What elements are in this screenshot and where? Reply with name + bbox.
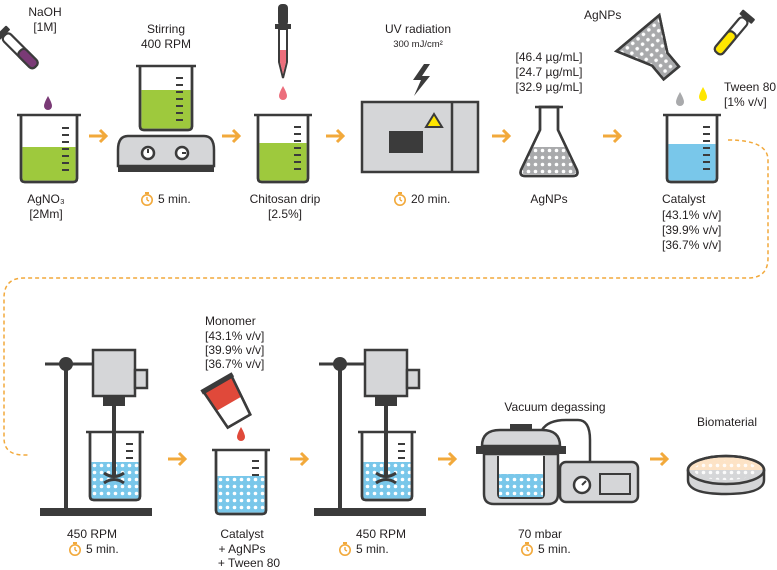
vacuum-pressure: 70 mbar: [517, 527, 563, 541]
stopwatch-icon: [339, 542, 351, 556]
stirrer2-rpm: 450 RPM: [355, 527, 407, 541]
stirrer2-time: 5 min.: [338, 542, 389, 556]
uv-dose: 300 mJ/cm²: [393, 39, 443, 50]
agnps-input-label: AgNPs: [584, 8, 622, 22]
stopwatch-icon: [521, 542, 533, 556]
stopwatch-icon: [69, 542, 81, 556]
beaker-6: [663, 113, 721, 184]
agnps-conc-1: [46.4 µg/mL]: [515, 50, 583, 64]
agnps-funnel-icon: [614, 12, 681, 82]
flow-arrow-5: [603, 128, 623, 144]
uv-chamber: [360, 100, 480, 174]
agno3-label: AgNO₃: [27, 192, 65, 206]
overhead-stirrer-2: [314, 348, 426, 516]
magnetic-stirrer: [116, 64, 216, 172]
uv-label: UV radiation: [384, 22, 452, 36]
beaker-8: [212, 448, 270, 516]
tween-concentration: [1% v/v]: [724, 95, 767, 109]
stopwatch-icon: [394, 192, 406, 206]
overhead-stirrer-1: [40, 348, 152, 516]
flow-arrow-4: [492, 128, 512, 144]
agnps-conc-3: [32.9 µg/mL]: [515, 80, 583, 94]
vacuum-time-value: 5 min.: [538, 542, 571, 556]
flow-arrow-1: [89, 128, 109, 144]
yellow-drop-icon: [699, 87, 707, 101]
flow-arrow-8: [438, 451, 458, 467]
agno3-concentration: [2Mm]: [29, 207, 63, 221]
flow-arrow-3: [326, 128, 346, 144]
monomer-conc-1: [43.1% v/v]: [205, 329, 265, 343]
stopwatch-icon: [141, 192, 153, 206]
purple-drop-icon: [44, 96, 52, 110]
monomer-conc-2: [39.9% v/v]: [205, 343, 265, 357]
erlenmeyer-flask: [519, 105, 579, 178]
mixture-line-3: + Tween 80: [217, 556, 281, 570]
catalyst-conc-1: [43.1% v/v]: [662, 208, 722, 222]
uv-time-value: 20 min.: [411, 192, 451, 206]
stirring-time: 5 min.: [140, 192, 191, 206]
tween-tube-icon: [713, 9, 755, 56]
mixture-line-2: + AgNPs: [218, 542, 266, 556]
stirring-rpm: 400 RPM: [140, 37, 192, 51]
row-connector-dashed: [3, 139, 769, 456]
flow-arrow-2: [222, 128, 242, 144]
agnps-conc-2: [24.7 µg/mL]: [515, 65, 583, 79]
vacuum-label: Vacuum degassing: [504, 400, 606, 414]
tween-label: Tween 80: [724, 80, 777, 94]
vacuum-time: 5 min.: [520, 542, 571, 556]
pink-drop-icon: [279, 86, 287, 100]
stirrer2-time-value: 5 min.: [356, 542, 389, 556]
naoh-label: NaOH: [28, 5, 62, 19]
dropper-icon: [275, 4, 291, 79]
stirrer1-time-value: 5 min.: [86, 542, 119, 556]
stirring-time-value: 5 min.: [158, 192, 191, 206]
chitosan-label: Chitosan drip: [249, 192, 321, 206]
catalyst-label: Catalyst: [662, 192, 706, 206]
flow-arrow-6: [168, 451, 188, 467]
grey-drop-icon: [676, 92, 684, 106]
flow-arrow-7: [290, 451, 310, 467]
beaker-1: [17, 113, 81, 184]
monomer-cup-icon: [200, 372, 252, 430]
naoh-tube-icon: [0, 25, 39, 70]
catalyst-conc-2: [39.9% v/v]: [662, 223, 722, 237]
mixture-line-1: Catalyst: [220, 527, 264, 541]
stirring-label: Stirring: [146, 22, 186, 36]
red-drop-icon: [237, 427, 245, 441]
flow-arrow-9: [650, 451, 670, 467]
uv-time: 20 min.: [393, 192, 450, 206]
lightning-icon: [413, 64, 430, 96]
monomer-label: Monomer: [205, 314, 256, 328]
vacuum-degassing-apparatus: [476, 418, 640, 506]
biomaterial-label: Biomaterial: [696, 415, 758, 429]
agnps-product-label: AgNPs: [530, 192, 568, 206]
beaker-3: [254, 113, 312, 184]
monomer-conc-3: [36.7% v/v]: [205, 357, 265, 371]
petri-dish-icon: [686, 454, 766, 496]
naoh-concentration: [1M]: [33, 20, 57, 34]
stirrer1-time: 5 min.: [68, 542, 119, 556]
chitosan-concentration: [2.5%]: [267, 207, 303, 221]
warning-triangle-icon: [424, 112, 444, 128]
catalyst-conc-3: [36.7% v/v]: [662, 238, 722, 252]
stirrer1-rpm: 450 RPM: [66, 527, 118, 541]
